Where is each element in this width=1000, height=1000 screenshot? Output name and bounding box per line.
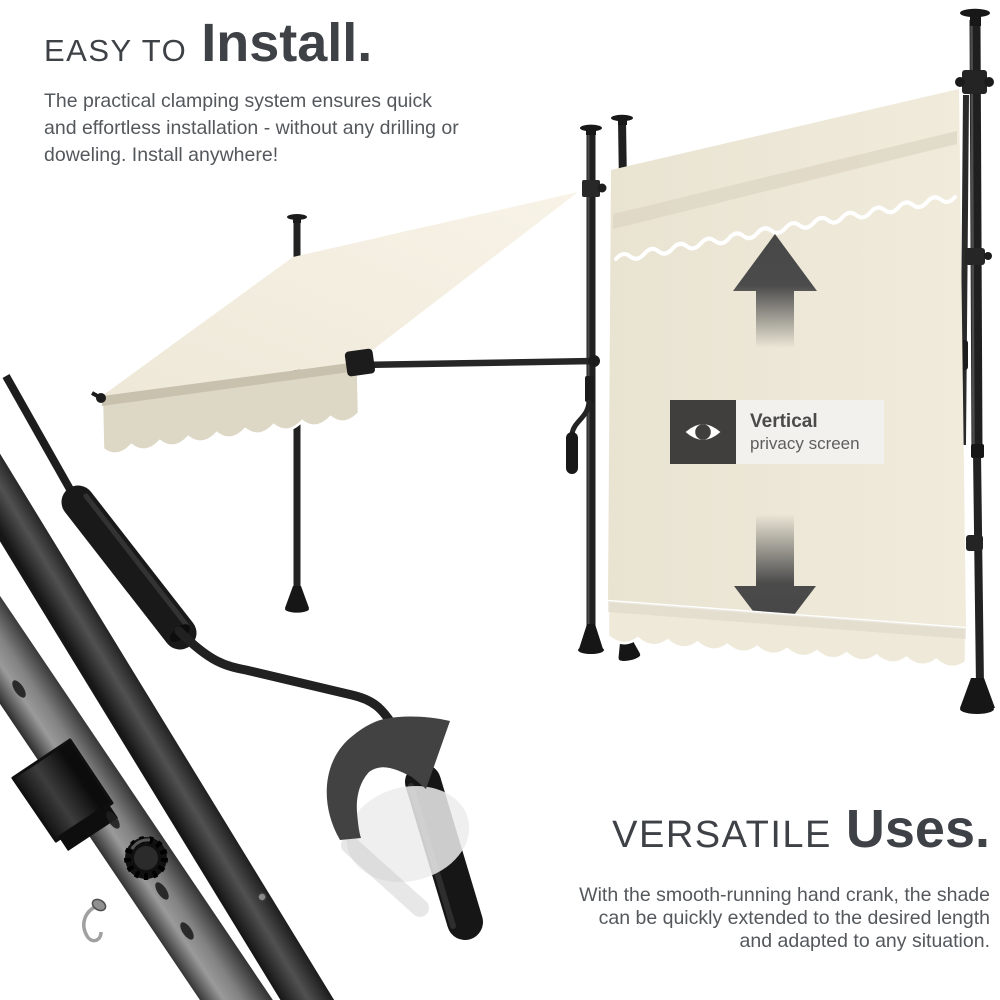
badge-text-panel: Vertical privacy screen — [736, 400, 884, 464]
ceiling-cap — [960, 8, 990, 18]
screen-scallop-line — [614, 195, 957, 261]
awning-group — [91, 124, 607, 654]
install-heading: EASY TO Install. — [44, 12, 372, 74]
privacy-badge: Vertical privacy screen — [670, 400, 884, 464]
front-bar-endcap — [91, 391, 106, 403]
pole-adjustment-holes — [12, 680, 194, 940]
uses-paragraph: With the smooth-running hand crank, the … — [579, 884, 990, 952]
rotation-disc — [346, 785, 470, 883]
right-pole-foot — [960, 678, 995, 714]
awning-crank-handle — [566, 376, 594, 474]
rotate-arrow-icon — [326, 716, 450, 840]
badge-title: Vertical — [750, 410, 818, 432]
install-paragraph: The practical clamping system ensures qu… — [44, 90, 459, 166]
crank-rod — [2, 374, 408, 750]
badge-subtitle: privacy screen — [750, 433, 860, 453]
install-heading-bold: Install. — [201, 13, 373, 73]
uses-heading: VERSATILE Uses. — [612, 798, 990, 860]
locking-pin — [257, 892, 267, 902]
pole-clamp-low — [966, 535, 983, 551]
awning-clamp — [582, 180, 600, 197]
adjustment-knob — [124, 836, 168, 880]
arrow-down-icon — [734, 514, 816, 640]
awning-support-arm — [344, 348, 600, 377]
closeup-telescopic-pole — [0, 595, 273, 1000]
pole-clamp-mid — [965, 248, 992, 265]
install-heading-light: EASY TO — [44, 33, 188, 68]
awning-front-bar — [102, 362, 357, 406]
arrow-up-icon — [733, 234, 817, 348]
pole-collar-ring — [58, 803, 118, 851]
pole-collar — [11, 738, 114, 843]
screen-right-pole — [937, 8, 995, 714]
uses-heading-bold: Uses. — [845, 799, 990, 859]
awning-canopy — [102, 192, 578, 396]
grip-shadow — [341, 836, 429, 917]
screen-fold-band — [613, 131, 957, 229]
awning-valance — [100, 367, 361, 455]
privacy-screen-panel — [608, 89, 966, 628]
closeup-dark-pole — [0, 453, 335, 1000]
privacy-screen-group — [606, 8, 995, 714]
badge-icon-box — [670, 400, 736, 464]
screen-bottom-crease — [608, 601, 966, 639]
safety-clip — [82, 898, 107, 943]
pole-clamp-top — [955, 70, 994, 94]
uses-heading-light: VERSATILE — [612, 814, 832, 856]
eye-icon — [685, 424, 721, 440]
crank-closeup-group — [0, 374, 483, 1000]
